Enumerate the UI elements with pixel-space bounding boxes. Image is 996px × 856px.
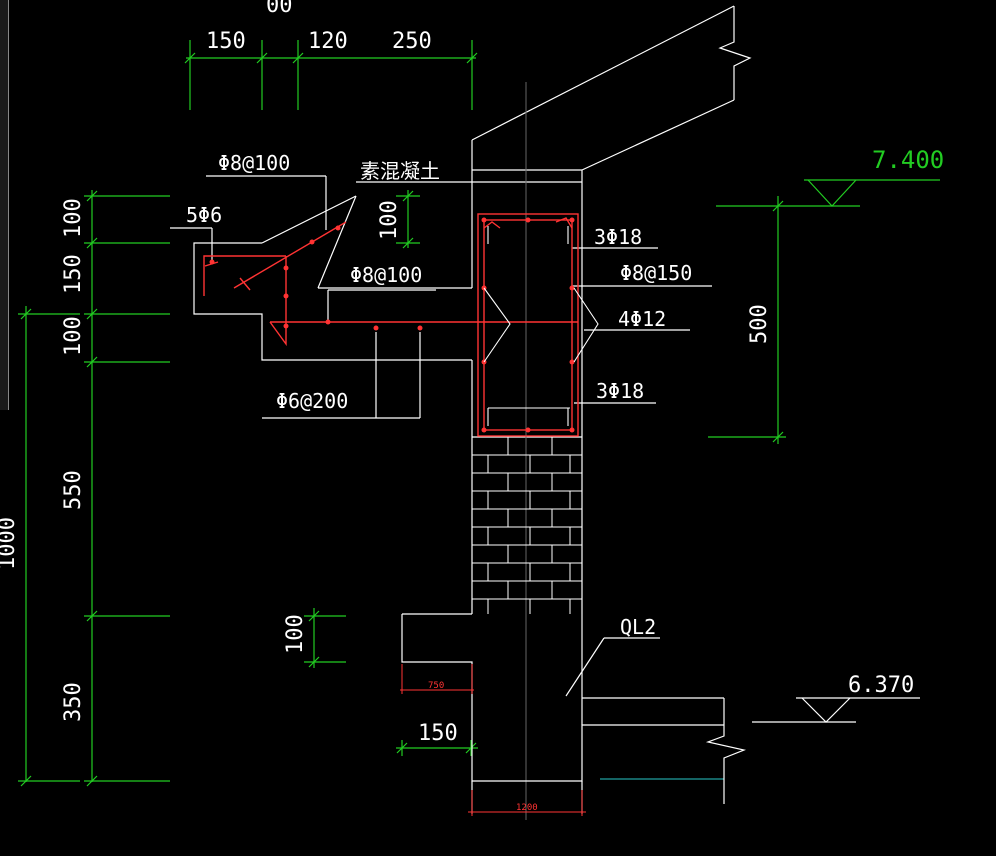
left-dim-150: 150 [61, 254, 86, 294]
left-dim-100-b: 100 [61, 316, 86, 356]
label-750-small: 750 [428, 681, 444, 691]
structure-lines [170, 5, 920, 820]
label-phi8-100-mid: Φ8@100 [350, 263, 422, 287]
rebar-dots [209, 217, 575, 433]
beam-ties [483, 226, 599, 426]
dimension-lines [18, 40, 940, 787]
label-3phi18-bottom: 3Φ18 [596, 379, 644, 403]
elevation-top: 7.400 [872, 146, 944, 174]
label-5phi6: 5Φ6 [186, 203, 222, 227]
top-dim-120: 120 [308, 29, 348, 54]
top-dim-250: 250 [392, 29, 432, 54]
red-dimensions [400, 664, 586, 816]
label-ql2: QL2 [620, 615, 656, 639]
label-100-inner: 100 [377, 200, 402, 240]
label-phi6-200: Φ6@200 [276, 389, 348, 413]
label-plain-concrete: 素混凝土 [360, 159, 440, 183]
left-dim-350: 350 [61, 682, 86, 722]
top-dim-150: 150 [206, 29, 246, 54]
left-far-dim: 1000 [0, 517, 20, 570]
brick-pattern [472, 437, 582, 614]
label-100-ledge: 100 [283, 614, 308, 654]
left-dim-100-a: 100 [61, 198, 86, 238]
label-1200-small: 1200 [516, 803, 538, 813]
label-500: 500 [747, 304, 772, 344]
elevation-bottom: 6.370 [848, 673, 914, 698]
left-scrollbar[interactable] [0, 0, 9, 410]
label-3phi18-top: 3Φ18 [594, 225, 642, 249]
label-phi8-100-top: Φ8@100 [218, 151, 290, 175]
top-partial-dim: 00 [266, 0, 293, 18]
label-4phi12: 4Φ12 [618, 307, 666, 331]
rebar-lines [203, 213, 579, 437]
left-dim-550: 550 [61, 470, 86, 510]
label-phi8-150: Φ8@150 [620, 261, 692, 285]
label-150-ledge: 150 [418, 721, 458, 746]
